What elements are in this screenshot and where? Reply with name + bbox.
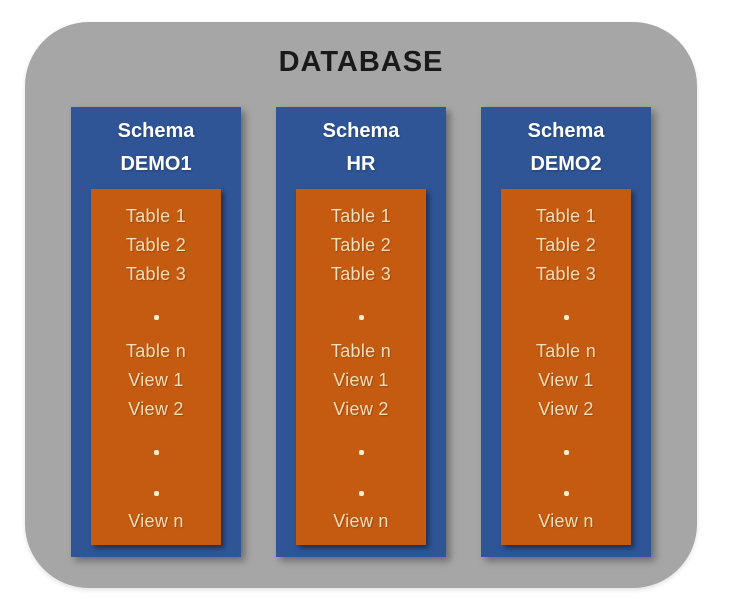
object-label: Table 2 [330, 235, 392, 255]
dot-icon [563, 314, 569, 320]
ellipsis-dot [153, 445, 159, 459]
ellipsis-dot [358, 445, 364, 459]
object-label: View n [538, 511, 594, 531]
object-label: Table 3 [535, 264, 597, 284]
dot-icon [563, 449, 569, 455]
dot-icon [358, 490, 364, 496]
object-label: View 1 [538, 370, 594, 390]
object-label: View 2 [128, 399, 184, 419]
schema-name: DEMO1 [120, 153, 192, 175]
dot-icon [358, 314, 364, 320]
object-label: Table 2 [535, 235, 597, 255]
schema-objects-box: Table 1 Table 2 Table 3 Table n View 1 View 2… [501, 189, 631, 545]
dot-icon [153, 490, 159, 496]
schema-objects-box: Table 1 Table 2 Table 3 Table n View 1 View 2… [91, 189, 221, 545]
object-label: View n [333, 511, 389, 531]
ellipsis-dot [358, 310, 364, 324]
object-label: Table 1 [125, 206, 187, 226]
dot-icon [563, 490, 569, 496]
object-label: View n [128, 511, 184, 531]
schema-label: Schema [117, 120, 195, 142]
schema-label: Schema [322, 120, 400, 142]
object-label: Table n [330, 341, 392, 361]
ellipsis-dot [563, 486, 569, 500]
object-label: View 2 [333, 399, 389, 419]
schema-name: HR [346, 153, 376, 175]
schema-header: Schema DEMO2 [528, 107, 605, 181]
object-label: Table 1 [535, 206, 597, 226]
ellipsis-dot [153, 310, 159, 324]
dot-icon [358, 449, 364, 455]
object-label: View 1 [128, 370, 184, 390]
ellipsis-dot [358, 486, 364, 500]
schema-header: Schema DEMO1 [118, 107, 195, 181]
ellipsis-dot [153, 486, 159, 500]
dot-icon [153, 314, 159, 320]
object-label: Table 2 [125, 235, 187, 255]
ellipsis-dot [563, 445, 569, 459]
schema-column-hr: Schema HR Table 1 Table 2 Table 3 Table n Vi… [276, 107, 446, 557]
object-label: Table 1 [330, 206, 392, 226]
database-title: DATABASE [278, 46, 444, 78]
schema-label: Schema [527, 120, 605, 142]
schema-header: Schema HR [323, 107, 400, 181]
dot-icon [153, 449, 159, 455]
schema-objects-box: Table 1 Table 2 Table 3 Table n View 1 View 2… [296, 189, 426, 545]
object-label: Table n [535, 341, 597, 361]
schema-name: DEMO2 [530, 153, 602, 175]
object-label: Table 3 [125, 264, 187, 284]
object-label: Table 3 [330, 264, 392, 284]
object-label: View 1 [333, 370, 389, 390]
object-label: Table n [125, 341, 187, 361]
ellipsis-dot [563, 310, 569, 324]
object-label: View 2 [538, 399, 594, 419]
